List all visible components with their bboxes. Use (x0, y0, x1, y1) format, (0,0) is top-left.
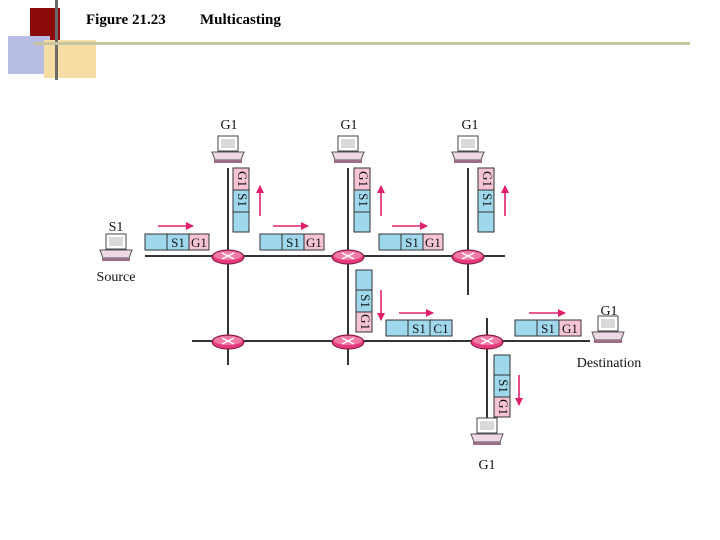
label-g1-top-1: G1 (220, 118, 237, 133)
packet-h5-grp: G1 (562, 321, 578, 336)
label-g1-bottom: G1 (478, 458, 495, 473)
packet-h5: S1 G1 (514, 319, 582, 337)
packet-h4-src: S1 (412, 321, 426, 336)
decor-horizontal-rule (34, 42, 690, 45)
packet-h2: S1 G1 (259, 233, 325, 251)
packet-v5-grp: G1 (496, 399, 511, 415)
packet-h4: S1 C1 (385, 319, 453, 337)
label-g1-destination: G1 (600, 304, 617, 319)
computer-destination (591, 315, 625, 344)
router-6 (470, 334, 504, 350)
packet-v1-grp: G1 (235, 171, 250, 187)
computer-group-member-1 (211, 135, 245, 164)
computer-group-member-3 (451, 135, 485, 164)
figure-number: Figure 21.23 (86, 12, 166, 28)
router-2 (331, 249, 365, 265)
packet-v2-src: S1 (356, 193, 371, 207)
packet-v3-grp: G1 (480, 171, 495, 187)
figure-title: Multicasting (200, 12, 281, 28)
packet-h5-src: S1 (541, 321, 555, 336)
packet-v4: S1 G1 (355, 269, 373, 333)
packet-v4-grp: G1 (358, 314, 373, 330)
packet-v5: S1 G1 (493, 354, 511, 418)
packet-h1-grp: G1 (191, 235, 207, 250)
packet-v2: S1 G1 (353, 167, 371, 233)
packet-h4-grp: C1 (433, 321, 448, 336)
label-source-name: S1 (109, 220, 124, 235)
packet-h2-src: S1 (286, 235, 300, 250)
packet-v4-src: S1 (358, 294, 373, 308)
packet-v1: S1 G1 (232, 167, 250, 233)
packet-v1-src: S1 (235, 193, 250, 207)
packet-h3-src: S1 (405, 235, 419, 250)
label-g1-top-3: G1 (461, 118, 478, 133)
label-g1-top-2: G1 (340, 118, 357, 133)
packet-v5-src: S1 (496, 379, 511, 393)
decor-peach-square (44, 40, 96, 78)
packet-h3-grp: G1 (425, 235, 441, 250)
packet-h3: S1 G1 (378, 233, 444, 251)
router-3 (451, 249, 485, 265)
computer-group-member-4 (470, 417, 504, 446)
packet-h1: S1 G1 (144, 233, 210, 251)
packet-h2-grp: G1 (306, 235, 322, 250)
packet-v2-grp: G1 (356, 171, 371, 187)
packet-v3-src: S1 (480, 193, 495, 207)
router-4 (211, 334, 245, 350)
router-1 (211, 249, 245, 265)
computer-group-member-2 (331, 135, 365, 164)
router-5 (331, 334, 365, 350)
packet-v3: S1 G1 (477, 167, 495, 233)
label-destination: Destination (577, 356, 642, 371)
decor-vertical-rule (55, 0, 58, 80)
label-source: Source (97, 270, 136, 285)
computer-source (99, 233, 133, 262)
packet-h1-src: S1 (171, 235, 185, 250)
